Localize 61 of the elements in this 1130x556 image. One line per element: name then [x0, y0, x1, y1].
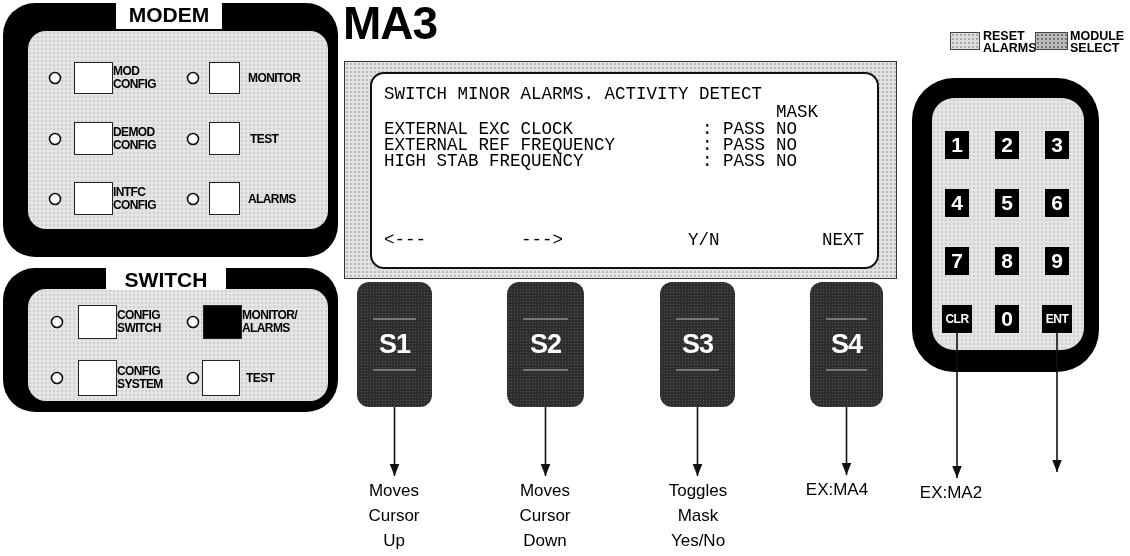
screen-text: : PASS — [702, 152, 765, 170]
screen-text: SWITCH MINOR ALARMS. ACTIVITY DETECT — [384, 85, 763, 103]
button-label: DEMOD CONFIG — [113, 125, 157, 152]
button-label: MONITOR/ ALARMS — [242, 309, 297, 335]
keypad-key: ENT — [1042, 305, 1072, 333]
keypad-key: 8 — [995, 247, 1019, 275]
arrow — [841, 406, 852, 476]
display-frame — [344, 61, 897, 279]
keypad-key: 9 — [1045, 247, 1069, 275]
keypad-key: 6 — [1045, 189, 1069, 217]
screen-text: <--- — [384, 231, 426, 249]
screen-text: HIGH STAB FREQUENCY — [384, 152, 584, 170]
button-label: TEST — [250, 132, 279, 145]
screen-text: NO — [776, 152, 797, 170]
screen-text: NO — [776, 120, 797, 138]
keypad-key: 0 — [995, 305, 1019, 333]
function-description: EX:MA4 — [799, 477, 875, 502]
screen-text: EXTERNAL REF FREQUENCY — [384, 136, 616, 154]
soft-key: S4 — [810, 282, 883, 407]
soft-key: S1 — [357, 282, 432, 407]
function-description: Moves Cursor Up — [356, 478, 432, 553]
arrow — [692, 406, 703, 477]
arrow — [389, 406, 400, 477]
function-description: Moves Cursor Down — [507, 478, 583, 553]
diagram-title: MA3 — [343, 0, 438, 46]
screen-text: ---> — [521, 231, 563, 249]
button-label: MONITOR — [248, 71, 301, 85]
keypad-key: 7 — [945, 247, 969, 275]
keypad-key: 2 — [995, 131, 1019, 159]
soft-key: S2 — [507, 282, 584, 407]
screen-text: MASK — [776, 103, 818, 121]
screen-text: EXTERNAL EXC CLOCK — [384, 120, 574, 138]
button-label: MODULE SELECT — [1070, 30, 1125, 54]
button-label: TEST — [246, 371, 275, 385]
screen-text: Y/N — [688, 231, 720, 249]
screen-text: : PASS — [702, 136, 765, 154]
arrow — [540, 406, 551, 477]
function-description: EX:MA2 — [913, 480, 989, 505]
control-panel — [3, 268, 338, 412]
button-label: CONFIG SWITCH — [117, 309, 161, 335]
keypad-key: 5 — [995, 189, 1019, 217]
button-label: ALARMS — [248, 192, 296, 205]
screen-text: NEXT — [822, 231, 864, 249]
button-label: MOD CONFIG — [113, 65, 157, 91]
arrow — [952, 332, 962, 479]
panel-title: SWITCH — [106, 268, 226, 290]
keypad-key: 4 — [945, 189, 969, 217]
arrow — [1052, 332, 1062, 473]
keypad-key: CLR — [942, 305, 972, 333]
function-description: Toggles Mask Yes/No — [660, 478, 736, 553]
panel-title: MODEM — [116, 3, 222, 29]
keypad-key: 1 — [945, 131, 969, 159]
screen-text: : PASS — [702, 120, 765, 138]
control-panel — [3, 3, 338, 257]
button-label: RESET ALARMS — [983, 30, 1037, 54]
keypad-panel — [912, 78, 1099, 372]
button-label: CONFIG SYSTEM — [117, 365, 163, 391]
soft-key: S3 — [660, 282, 735, 407]
screen-text: NO — [776, 136, 797, 154]
button-label: INTFC CONFIG — [113, 185, 157, 212]
keypad-key: 3 — [1045, 131, 1069, 159]
